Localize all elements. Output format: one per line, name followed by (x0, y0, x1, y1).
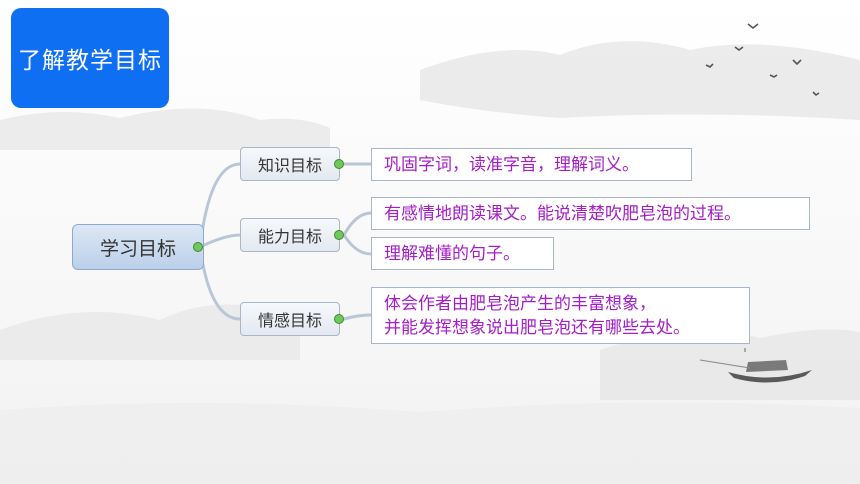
leaf-text: 有感情地朗读课文。能说清楚吹肥皂泡的过程。 (384, 204, 741, 224)
branch-node-ability[interactable]: 能力目标 (240, 218, 340, 252)
branch-label: 能力目标 (257, 227, 322, 246)
branch-knowledge-toggle-icon[interactable] (334, 159, 344, 169)
branch-emotion-toggle-icon[interactable] (334, 314, 344, 324)
leaf-text: 理解难懂的句子。 (384, 244, 520, 264)
branch-node-knowledge[interactable]: 知识目标 (240, 147, 340, 181)
flying-birds (705, 23, 820, 97)
root-label: 学习目标 (99, 237, 176, 260)
page-title: 了解教学目标 (11, 8, 169, 108)
branch-ability-toggle-icon[interactable] (334, 230, 344, 240)
mindmap-root-node[interactable]: 学习目标 (72, 224, 204, 270)
leaf-node-emotion-1[interactable]: 体会作者由肥皂泡产生的丰富想象， 并能发挥想象说出肥皂泡还有哪些去处。 (371, 287, 750, 344)
leaf-node-knowledge-1[interactable]: 巩固字词，读准字音，理解词义。 (371, 148, 692, 181)
branch-node-emotion[interactable]: 情感目标 (240, 302, 340, 336)
bottom-wash (0, 402, 860, 484)
leaf-text: 巩固字词，读准字音，理解词义。 (384, 155, 639, 175)
leaf-text-line-1: 体会作者由肥皂泡产生的丰富想象， (384, 294, 656, 314)
fishing-boat (699, 348, 812, 383)
left-mountain-wash (0, 108, 330, 150)
branch-label: 情感目标 (257, 311, 322, 330)
root-collapse-toggle-icon[interactable] (193, 242, 203, 252)
lower-mountain-wash (0, 304, 300, 360)
leaf-node-ability-2[interactable]: 理解难懂的句子。 (371, 237, 554, 270)
distant-mountain-wash (420, 41, 860, 120)
page-title-text: 了解教学目标 (18, 48, 162, 74)
branch-label: 知识目标 (257, 156, 322, 175)
leaf-text-line-2: 并能发挥想象说出肥皂泡还有哪些去处。 (384, 318, 690, 338)
leaf-node-ability-1[interactable]: 有感情地朗读课文。能说清楚吹肥皂泡的过程。 (371, 197, 810, 230)
